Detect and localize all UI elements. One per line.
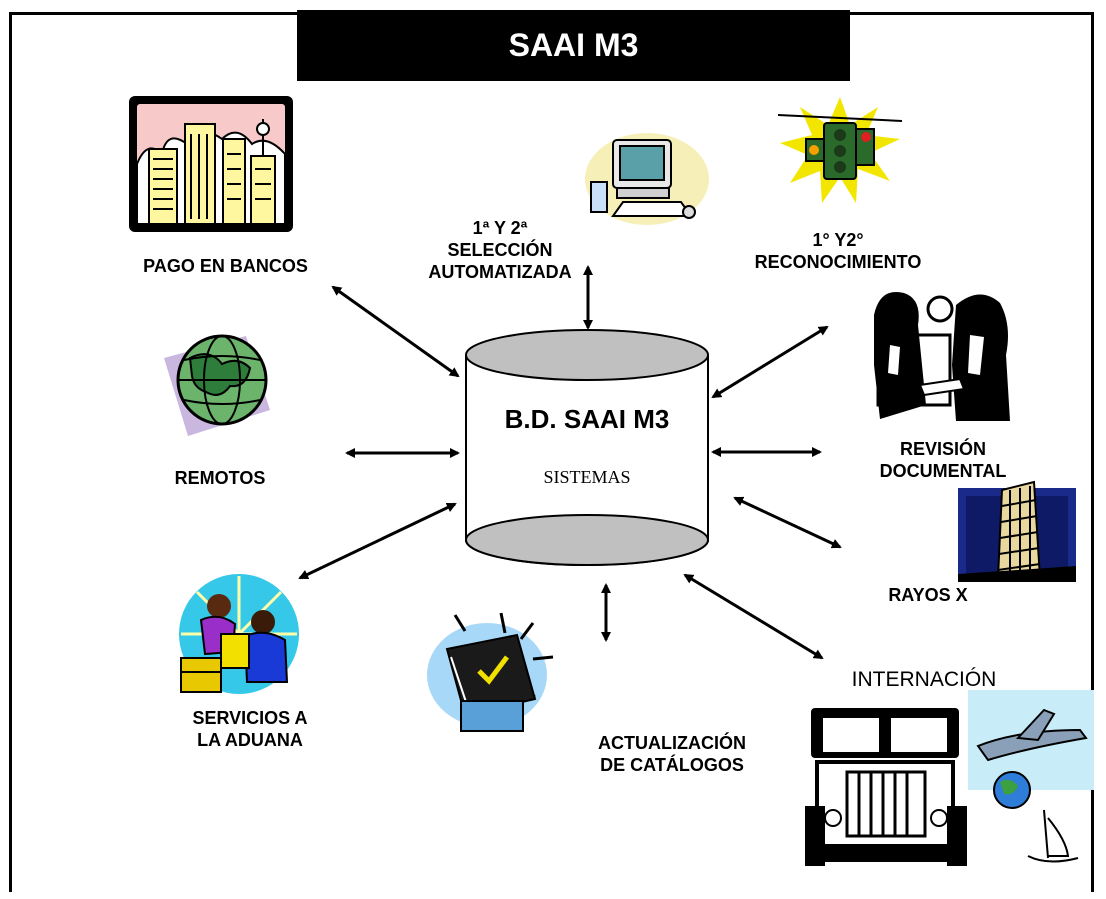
reconocimiento-line-1: 1° Y2°	[812, 230, 864, 250]
arrow-internacion	[683, 573, 824, 660]
revision-line-2: DOCUMENTAL	[879, 461, 1007, 481]
call-center-icon	[179, 574, 299, 694]
database-subtitle: SISTEMAS	[543, 467, 631, 487]
node-label-actualizacion: ACTUALIZACIÓN DE CATÁLOGOS	[562, 732, 782, 776]
airplane-icon	[968, 690, 1094, 863]
node-label-seleccion: 1ª Y 2ª SELECCIÓN AUTOMATIZADA	[410, 217, 590, 283]
actualizacion-line-1: ACTUALIZACIÓN	[598, 733, 746, 753]
truck-icon	[805, 708, 967, 866]
node-label-rayos: RAYOS X	[888, 585, 968, 605]
city-icon	[129, 96, 293, 232]
revision-line-1: REVISIÓN	[899, 439, 987, 459]
traffic-light-icon	[778, 97, 902, 203]
arrow-servicios	[298, 502, 457, 580]
globe-icon	[164, 334, 270, 436]
tower-icon	[958, 480, 1076, 582]
handshake-icon	[874, 291, 1010, 421]
cylinder-top	[465, 329, 709, 381]
node-label-reconocimiento: 1° Y2° RECONOCIMIENTO	[748, 229, 928, 273]
arrow-pago	[331, 285, 460, 378]
node-label-remotos: REMOTOS	[174, 468, 266, 488]
cylinder-bottom	[465, 514, 709, 566]
diagram-title: SAAI M3	[508, 27, 639, 63]
actualizacion-line-2: DE CATÁLOGOS	[600, 755, 744, 775]
servicios-line-1: SERVICIOS A	[192, 708, 308, 728]
database-name: B.D. SAAI M3	[504, 404, 670, 434]
arrow-reconocimiento	[711, 325, 829, 399]
computer-icon	[585, 133, 709, 225]
servicios-line-2: LA ADUANA	[197, 730, 303, 750]
node-label-internacion: INTERNACIÓN	[851, 668, 997, 691]
book-icon	[427, 612, 554, 732]
node-label-revision: REVISIÓN DOCUMENTAL	[848, 438, 1038, 482]
seleccion-line-1: 1ª Y 2ª	[472, 218, 528, 238]
seleccion-line-3: AUTOMATIZADA	[428, 262, 572, 282]
node-label-servicios: SERVICIOS A LA ADUANA	[160, 707, 340, 751]
node-label-pago: PAGO EN BANCOS	[143, 256, 308, 276]
title-bar: SAAI M3	[297, 10, 850, 81]
seleccion-line-2: SELECCIÓN	[447, 240, 553, 260]
arrow-rayos	[733, 496, 842, 549]
reconocimiento-line-2: RECONOCIMIENTO	[754, 252, 922, 272]
